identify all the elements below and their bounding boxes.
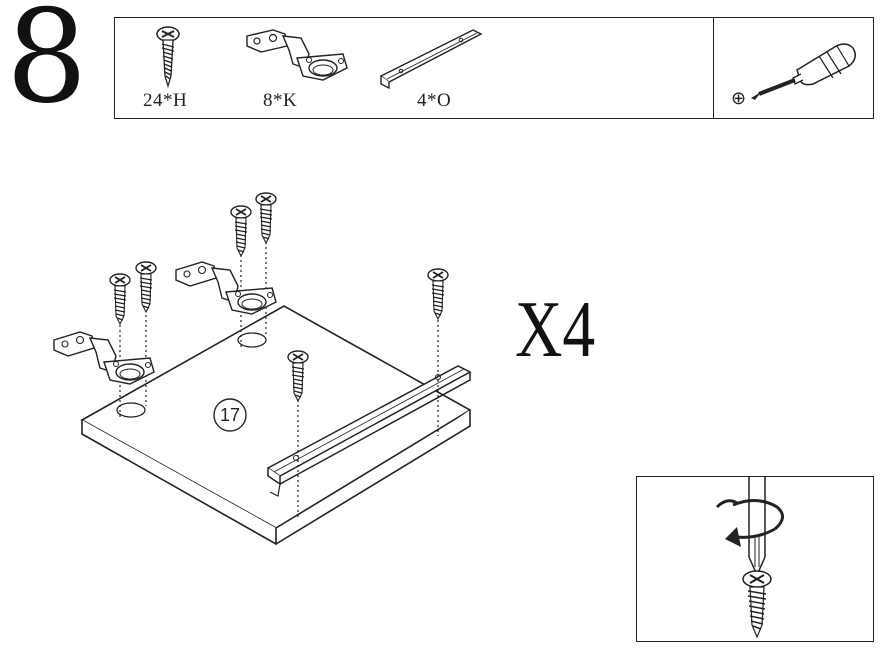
step-number: 8	[6, 0, 88, 132]
screw	[135, 261, 157, 313]
parts-divider	[713, 18, 714, 118]
hinge-quantity-label: 8*K	[263, 90, 298, 111]
phillips-symbol: ⊕	[731, 88, 747, 108]
panel-17: 17	[80, 305, 472, 546]
screw	[427, 268, 449, 320]
detail-inset-box	[636, 476, 874, 642]
hinge-hole	[116, 402, 146, 418]
hinge-left	[53, 331, 155, 385]
hinge-right	[175, 261, 277, 315]
hinge-icon	[246, 29, 348, 81]
mounting-rail	[266, 365, 472, 497]
screw	[109, 273, 131, 325]
screwdriver-icon	[751, 43, 856, 100]
screw	[230, 205, 252, 257]
screw-quantity-label: 24*H	[143, 90, 188, 111]
screw-driving-detail	[715, 477, 784, 639]
screw	[255, 192, 277, 244]
repeat-multiplier: X4	[515, 286, 596, 374]
parts-list-box: 24*H 8*K 4*O ⊕	[114, 17, 874, 119]
rail-quantity-label: 4*O	[417, 90, 452, 111]
panel-number-label: 17	[220, 405, 240, 425]
rail-icon	[379, 29, 483, 90]
rotate-clockwise-icon	[715, 499, 784, 547]
screw-icon	[156, 26, 180, 89]
hinge-hole	[237, 332, 267, 348]
